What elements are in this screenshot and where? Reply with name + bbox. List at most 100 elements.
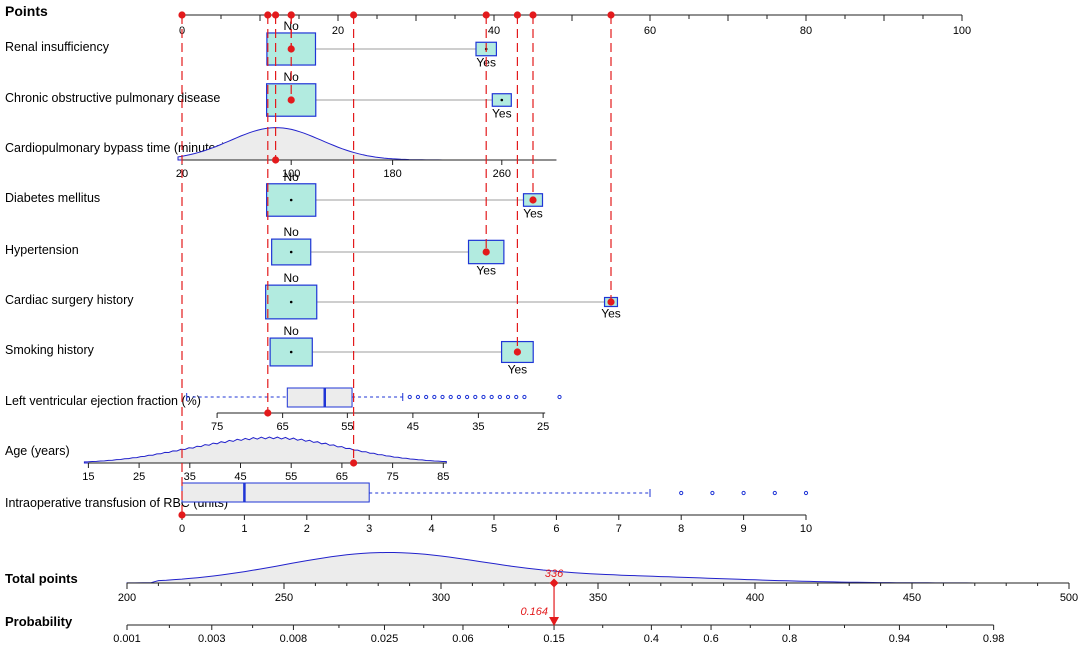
total-points-tick-label: 400: [746, 592, 764, 604]
selected-marker-age: [350, 459, 358, 467]
boxplot-outlier: [803, 490, 809, 496]
level-label-htn-yes: Yes: [476, 264, 496, 278]
points-axis-tick-label: 100: [953, 25, 971, 37]
level-label-smoking-yes: Yes: [508, 362, 528, 376]
probability-tick-label: 0.8: [782, 633, 797, 645]
boxplot-outlier: [505, 394, 511, 400]
boxplot-outlier: [415, 394, 421, 400]
boxplot-outlier: [456, 394, 461, 400]
level-center-dot: [289, 198, 293, 202]
axis-tick-label-rbc: 8: [678, 523, 684, 535]
axis-tick-label-cpb: 100: [282, 168, 300, 180]
boxplot-outlier: [424, 394, 429, 400]
variable-label-smoking: Smoking history: [5, 343, 95, 357]
boxplot-outlier: [448, 394, 453, 400]
points-axis-marker-copd: [287, 11, 295, 19]
points-axis-tick-label: 80: [800, 25, 812, 37]
boxplot-outlier: [710, 490, 715, 496]
level-center-dot: [289, 250, 293, 254]
axis-tick-label-age: 25: [133, 471, 145, 483]
axis-tick-label-age: 65: [336, 471, 348, 483]
points-axis-marker-cardiac: [607, 11, 615, 19]
points-axis-tick-label: 40: [488, 25, 500, 37]
probability-tick-label: 0.06: [452, 633, 473, 645]
boxplot-box-rbc: [181, 482, 370, 503]
probability-tick-label: 0.15: [543, 633, 564, 645]
level-center-dot: [289, 350, 293, 354]
total-points-title: Total points: [5, 571, 78, 586]
probability-tick-label: 0.001: [113, 633, 141, 645]
density-curve-cpb: [177, 127, 557, 161]
probability-tick-label: 0.4: [644, 633, 659, 645]
points-axis-marker-diabetes: [529, 11, 537, 19]
axis-tick-label-rbc: 6: [553, 523, 559, 535]
level-box-smoking-no: [269, 337, 313, 367]
selected-marker-smoking: [513, 348, 522, 356]
variable-label-renal: Renal insufficiency: [5, 40, 110, 54]
level-label-copd-yes: Yes: [492, 106, 512, 120]
variable-label-copd: Chronic obstructive pulmonary disease: [5, 91, 220, 105]
selected-marker-rbc: [178, 511, 186, 519]
boxplot-outlier: [679, 490, 684, 496]
axis-tick-label-rbc: 2: [304, 523, 310, 535]
selected-marker-renal: [287, 45, 295, 53]
total-points-tick-label: 500: [1060, 592, 1078, 604]
level-center-dot: [500, 98, 504, 102]
axis-tick-label-rbc: 3: [366, 523, 372, 535]
variable-label-lvef: Left ventricular ejection fraction (%): [5, 394, 201, 408]
total-points-tick-label: 350: [589, 592, 607, 604]
level-label-diabetes-yes: Yes: [523, 206, 543, 220]
variable-label-rbc: Intraoperative transfusion of RBC (units…: [5, 496, 228, 510]
axis-tick-label-rbc: 1: [241, 523, 247, 535]
axis-tick-label-lvef: 55: [341, 421, 353, 433]
axis-tick-label-age: 15: [82, 471, 94, 483]
axis-tick-label-rbc: 10: [800, 523, 812, 535]
selected-marker-diabetes: [529, 196, 537, 204]
selected-marker-cpb: [272, 156, 280, 164]
total-points-value-label: 336: [545, 568, 564, 580]
variable-label-cpb: Cardiopulmonary bypass time (minutes): [5, 141, 226, 155]
boxplot-outlier: [481, 394, 486, 400]
variable-label-diabetes: Diabetes mellitus: [5, 191, 100, 205]
axis-tick-label-lvef: 75: [211, 421, 223, 433]
total-points-tick-label: 200: [118, 592, 136, 604]
selected-marker-htn: [482, 248, 490, 256]
boxplot-outlier: [497, 394, 502, 400]
level-center-dot: [289, 300, 293, 304]
boxplot-outlier: [432, 394, 437, 400]
axis-tick-label-cpb: 180: [383, 168, 401, 180]
boxplot-outlier: [407, 394, 412, 400]
points-axis-tick-label: 60: [644, 25, 656, 37]
boxplot-box-lvef: [286, 387, 353, 408]
total-points-density: [126, 552, 1069, 584]
selected-marker-cardiac: [607, 298, 615, 306]
variable-label-age: Age (years): [5, 444, 70, 458]
points-axis-title: Points: [5, 3, 48, 19]
level-label-htn-no: No: [284, 225, 300, 239]
level-label-smoking-no: No: [284, 324, 300, 338]
axis-tick-label-lvef: 25: [537, 421, 549, 433]
selected-marker-lvef: [264, 409, 272, 417]
variable-label-htn: Hypertension: [5, 243, 79, 257]
probability-tick-label: 0.94: [889, 633, 910, 645]
total-points-tick-label: 450: [903, 592, 921, 604]
axis-tick-label-rbc: 7: [616, 523, 622, 535]
probability-tick-label: 0.6: [703, 633, 718, 645]
boxplot-outlier: [489, 394, 494, 400]
boxplot-outlier: [464, 394, 470, 400]
level-label-cardiac-yes: Yes: [601, 307, 621, 321]
axis-tick-label-lvef: 45: [407, 421, 419, 433]
axis-tick-label-rbc: 9: [741, 523, 747, 535]
axis-tick-label-rbc: 5: [491, 523, 497, 535]
total-points-marker: [549, 578, 559, 588]
points-axis-marker-htn: [482, 11, 490, 19]
axis-tick-label-age: 35: [184, 471, 196, 483]
boxplot-outlier: [557, 394, 562, 400]
axis-tick-label-age: 85: [437, 471, 449, 483]
axis-tick-label-age: 75: [386, 471, 398, 483]
probability-tick-label: 0.003: [198, 633, 226, 645]
variable-label-cardiac: Cardiac surgery history: [5, 293, 134, 307]
axis-tick-label-rbc: 0: [179, 523, 185, 535]
probability-value-label: 0.164: [521, 606, 549, 618]
selected-marker-copd: [287, 96, 295, 104]
